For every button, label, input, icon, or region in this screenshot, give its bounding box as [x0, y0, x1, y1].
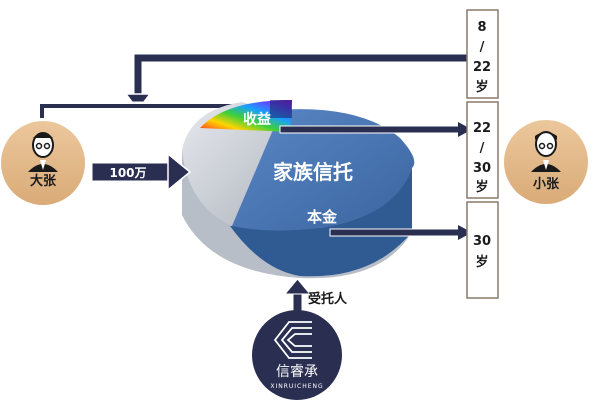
age-box-1-sep: / — [480, 40, 485, 55]
age-box-3: 30 岁 — [466, 201, 499, 299]
principal-distribution-arrow — [329, 225, 472, 240]
age-box-2-unit: 岁 — [475, 179, 488, 195]
old-man-icon — [28, 132, 58, 172]
logo-sub: XINRUICHENG — [270, 383, 323, 390]
trustee-arrow — [283, 278, 312, 319]
settlor-label: 大张 — [30, 173, 57, 189]
age-box-1: 8 / 22 岁 — [466, 9, 499, 99]
trust-pie-chart — [182, 100, 415, 279]
funding-arrow: 100万 — [91, 152, 192, 192]
settlor-node: 大张 — [1, 121, 85, 205]
age-box-2: 22 / 30 岁 — [466, 101, 499, 199]
funding-amount-label: 100万 — [109, 166, 146, 180]
logo-name: 信睿承 — [276, 364, 318, 380]
income-label: 收益 — [243, 111, 271, 128]
income-distribution-arrow — [279, 122, 472, 137]
age-box-1-unit: 岁 — [475, 79, 488, 95]
logo-mark-icon — [273, 321, 312, 359]
beneficiary-label: 小张 — [533, 177, 560, 192]
trustee-label: 受托人 — [308, 291, 348, 307]
principal-slice — [232, 109, 415, 231]
age-box-2-sep: / — [480, 141, 485, 156]
age-box-3-unit: 岁 — [475, 254, 488, 270]
pie-grey-slice — [182, 102, 300, 226]
young-man-icon — [531, 131, 561, 172]
income-slice-texture — [270, 100, 292, 118]
income-slice — [200, 100, 292, 132]
age-box-2-top: 22 — [473, 121, 491, 136]
beneficiary-node: 小张 — [504, 120, 588, 204]
pie-side-blue — [230, 168, 412, 277]
age-box-3-top: 30 — [473, 234, 491, 249]
age-box-1-top: 8 — [477, 20, 486, 35]
principal-label: 本金 — [307, 208, 338, 226]
logo-circle — [252, 310, 342, 400]
distribution-loop-arrow — [37, 52, 468, 118]
trust-label: 家族信托 — [273, 160, 353, 184]
age-box-2-bottom: 30 — [473, 161, 491, 176]
age-box-1-bottom: 22 — [473, 60, 491, 75]
trustee-logo: 信睿承 XINRUICHENG — [252, 310, 342, 400]
